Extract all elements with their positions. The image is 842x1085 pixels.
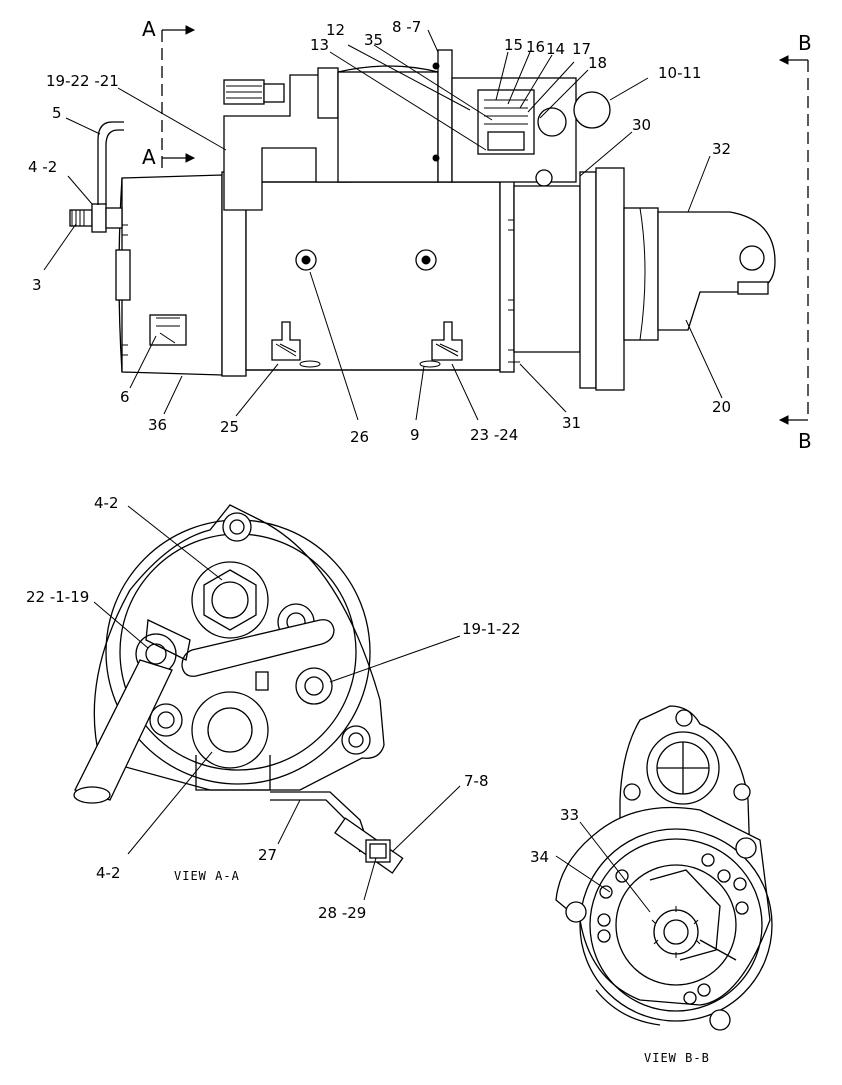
- section-mark-b-bottom: B: [798, 429, 812, 453]
- callout-12: 12: [326, 21, 345, 39]
- callout-4-2-top: 4 -2: [28, 158, 57, 176]
- callout-23-24: 23 -24: [470, 426, 518, 444]
- callout-labels: 12 8 -7 35 13 15 16 14 17 18 10-11 19-22…: [26, 18, 731, 922]
- callout-9: 9: [410, 426, 420, 444]
- callout-35: 35: [364, 31, 383, 49]
- callout-15: 15: [504, 36, 523, 54]
- callout-31: 31: [562, 414, 581, 432]
- callout-6: 6: [120, 388, 130, 406]
- callout-4-2-view-a-bottom: 4-2: [96, 864, 121, 882]
- callout-28-29: 28 -29: [318, 904, 366, 922]
- section-mark-a-bottom: A: [142, 145, 156, 169]
- callout-5: 5: [52, 104, 62, 122]
- callout-32: 32: [712, 140, 731, 158]
- section-mark-a-top: A: [142, 17, 156, 41]
- callout-8-7: 8 -7: [392, 18, 421, 36]
- view-a-a-label: VIEW A-A: [174, 869, 240, 883]
- callout-3: 3: [32, 276, 42, 294]
- callout-20: 20: [712, 398, 731, 416]
- callout-30: 30: [632, 116, 651, 134]
- callout-27: 27: [258, 846, 277, 864]
- callout-4-2-view-a-top: 4-2: [94, 494, 119, 512]
- callout-34: 34: [530, 848, 549, 866]
- callout-19-1-22: 19-1-22: [462, 620, 521, 638]
- callout-18: 18: [588, 54, 607, 72]
- callout-25: 25: [220, 418, 239, 436]
- callout-13: 13: [310, 36, 329, 54]
- callout-19-22-21: 19-22 -21: [46, 72, 119, 90]
- callout-16: 16: [526, 38, 545, 56]
- callout-26: 26: [350, 428, 369, 446]
- view-labels: VIEW A-A VIEW B-B: [174, 869, 710, 1065]
- callout-33: 33: [560, 806, 579, 824]
- view-b-b-label: VIEW B-B: [644, 1051, 710, 1065]
- view-b-b-drawing: [555, 705, 773, 1031]
- callout-7-8: 7-8: [464, 772, 489, 790]
- callout-17: 17: [572, 40, 591, 58]
- section-mark-b-top: B: [798, 31, 812, 55]
- callout-36: 36: [148, 416, 167, 434]
- callout-10-11: 10-11: [658, 64, 702, 82]
- callout-22-1-19: 22 -1-19: [26, 588, 89, 606]
- section-marks: A A B B: [142, 17, 812, 453]
- view-a-a-drawing: [73, 504, 461, 901]
- side-view-drawing: [43, 25, 809, 425]
- callout-14: 14: [546, 40, 565, 58]
